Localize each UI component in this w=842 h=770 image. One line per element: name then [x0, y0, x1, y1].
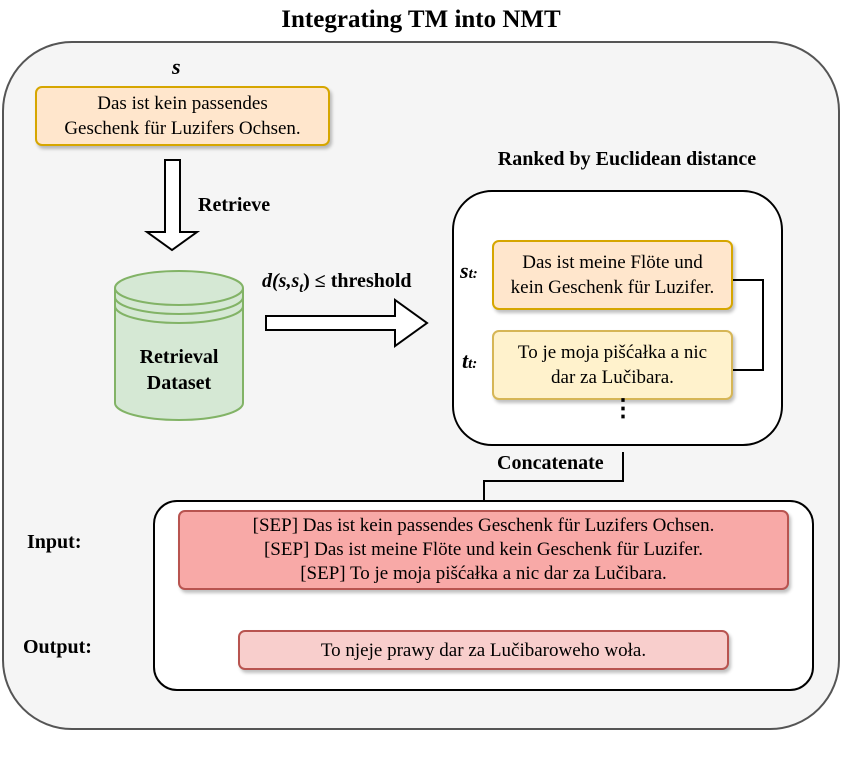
output-label: Output:	[23, 636, 92, 658]
tm-target-label: tt:	[462, 348, 478, 373]
input-line: [SEP] Das ist kein passendes Geschenk fü…	[252, 515, 715, 536]
concatenate-label: Concatenate	[497, 452, 604, 474]
source-sentence-line1: Das ist kein passendes	[97, 93, 268, 114]
tm-source-box: Das ist meine Flöte und kein Geschenk fü…	[492, 240, 733, 310]
threshold-label: d(s,st) ≤ threshold	[262, 270, 412, 296]
retrieve-label: Retrieve	[198, 194, 271, 216]
output-box: To njeje prawy dar za Lučibaroweho woła.	[238, 630, 729, 670]
database-label: Retrieval Dataset	[139, 346, 219, 394]
source-sentence-line2: Geschenk für Luzifers Ochsen.	[64, 118, 301, 139]
input-line: [SEP] Das ist meine Flöte und kein Gesch…	[263, 539, 703, 560]
input-box: [SEP] Das ist kein passendes Geschenk fü…	[178, 510, 789, 590]
tm-source-label: st:	[460, 258, 478, 283]
database-cylinder	[114, 270, 244, 421]
output-text: To njeje prawy dar za Lučibaroweho woła.	[320, 639, 647, 661]
threshold-arrow	[265, 298, 429, 348]
source-label: s	[172, 54, 181, 79]
ranked-label: Ranked by Euclidean distance	[497, 148, 757, 170]
input-label: Input:	[27, 531, 82, 553]
tm-target-box: To je moja pišćałka a nic dar za Lučibar…	[492, 330, 733, 400]
retrieve-arrow	[143, 159, 201, 252]
input-line: [SEP] To je moja pišćałka a nic dar za L…	[300, 563, 667, 584]
source-sentence-box: Das ist kein passendes Geschenk für Luzi…	[35, 86, 330, 146]
more-ellipsis: ⋮	[611, 396, 635, 422]
diagram-title: Integrating TM into NMT	[281, 6, 561, 33]
translation-memory-panel	[452, 190, 783, 446]
